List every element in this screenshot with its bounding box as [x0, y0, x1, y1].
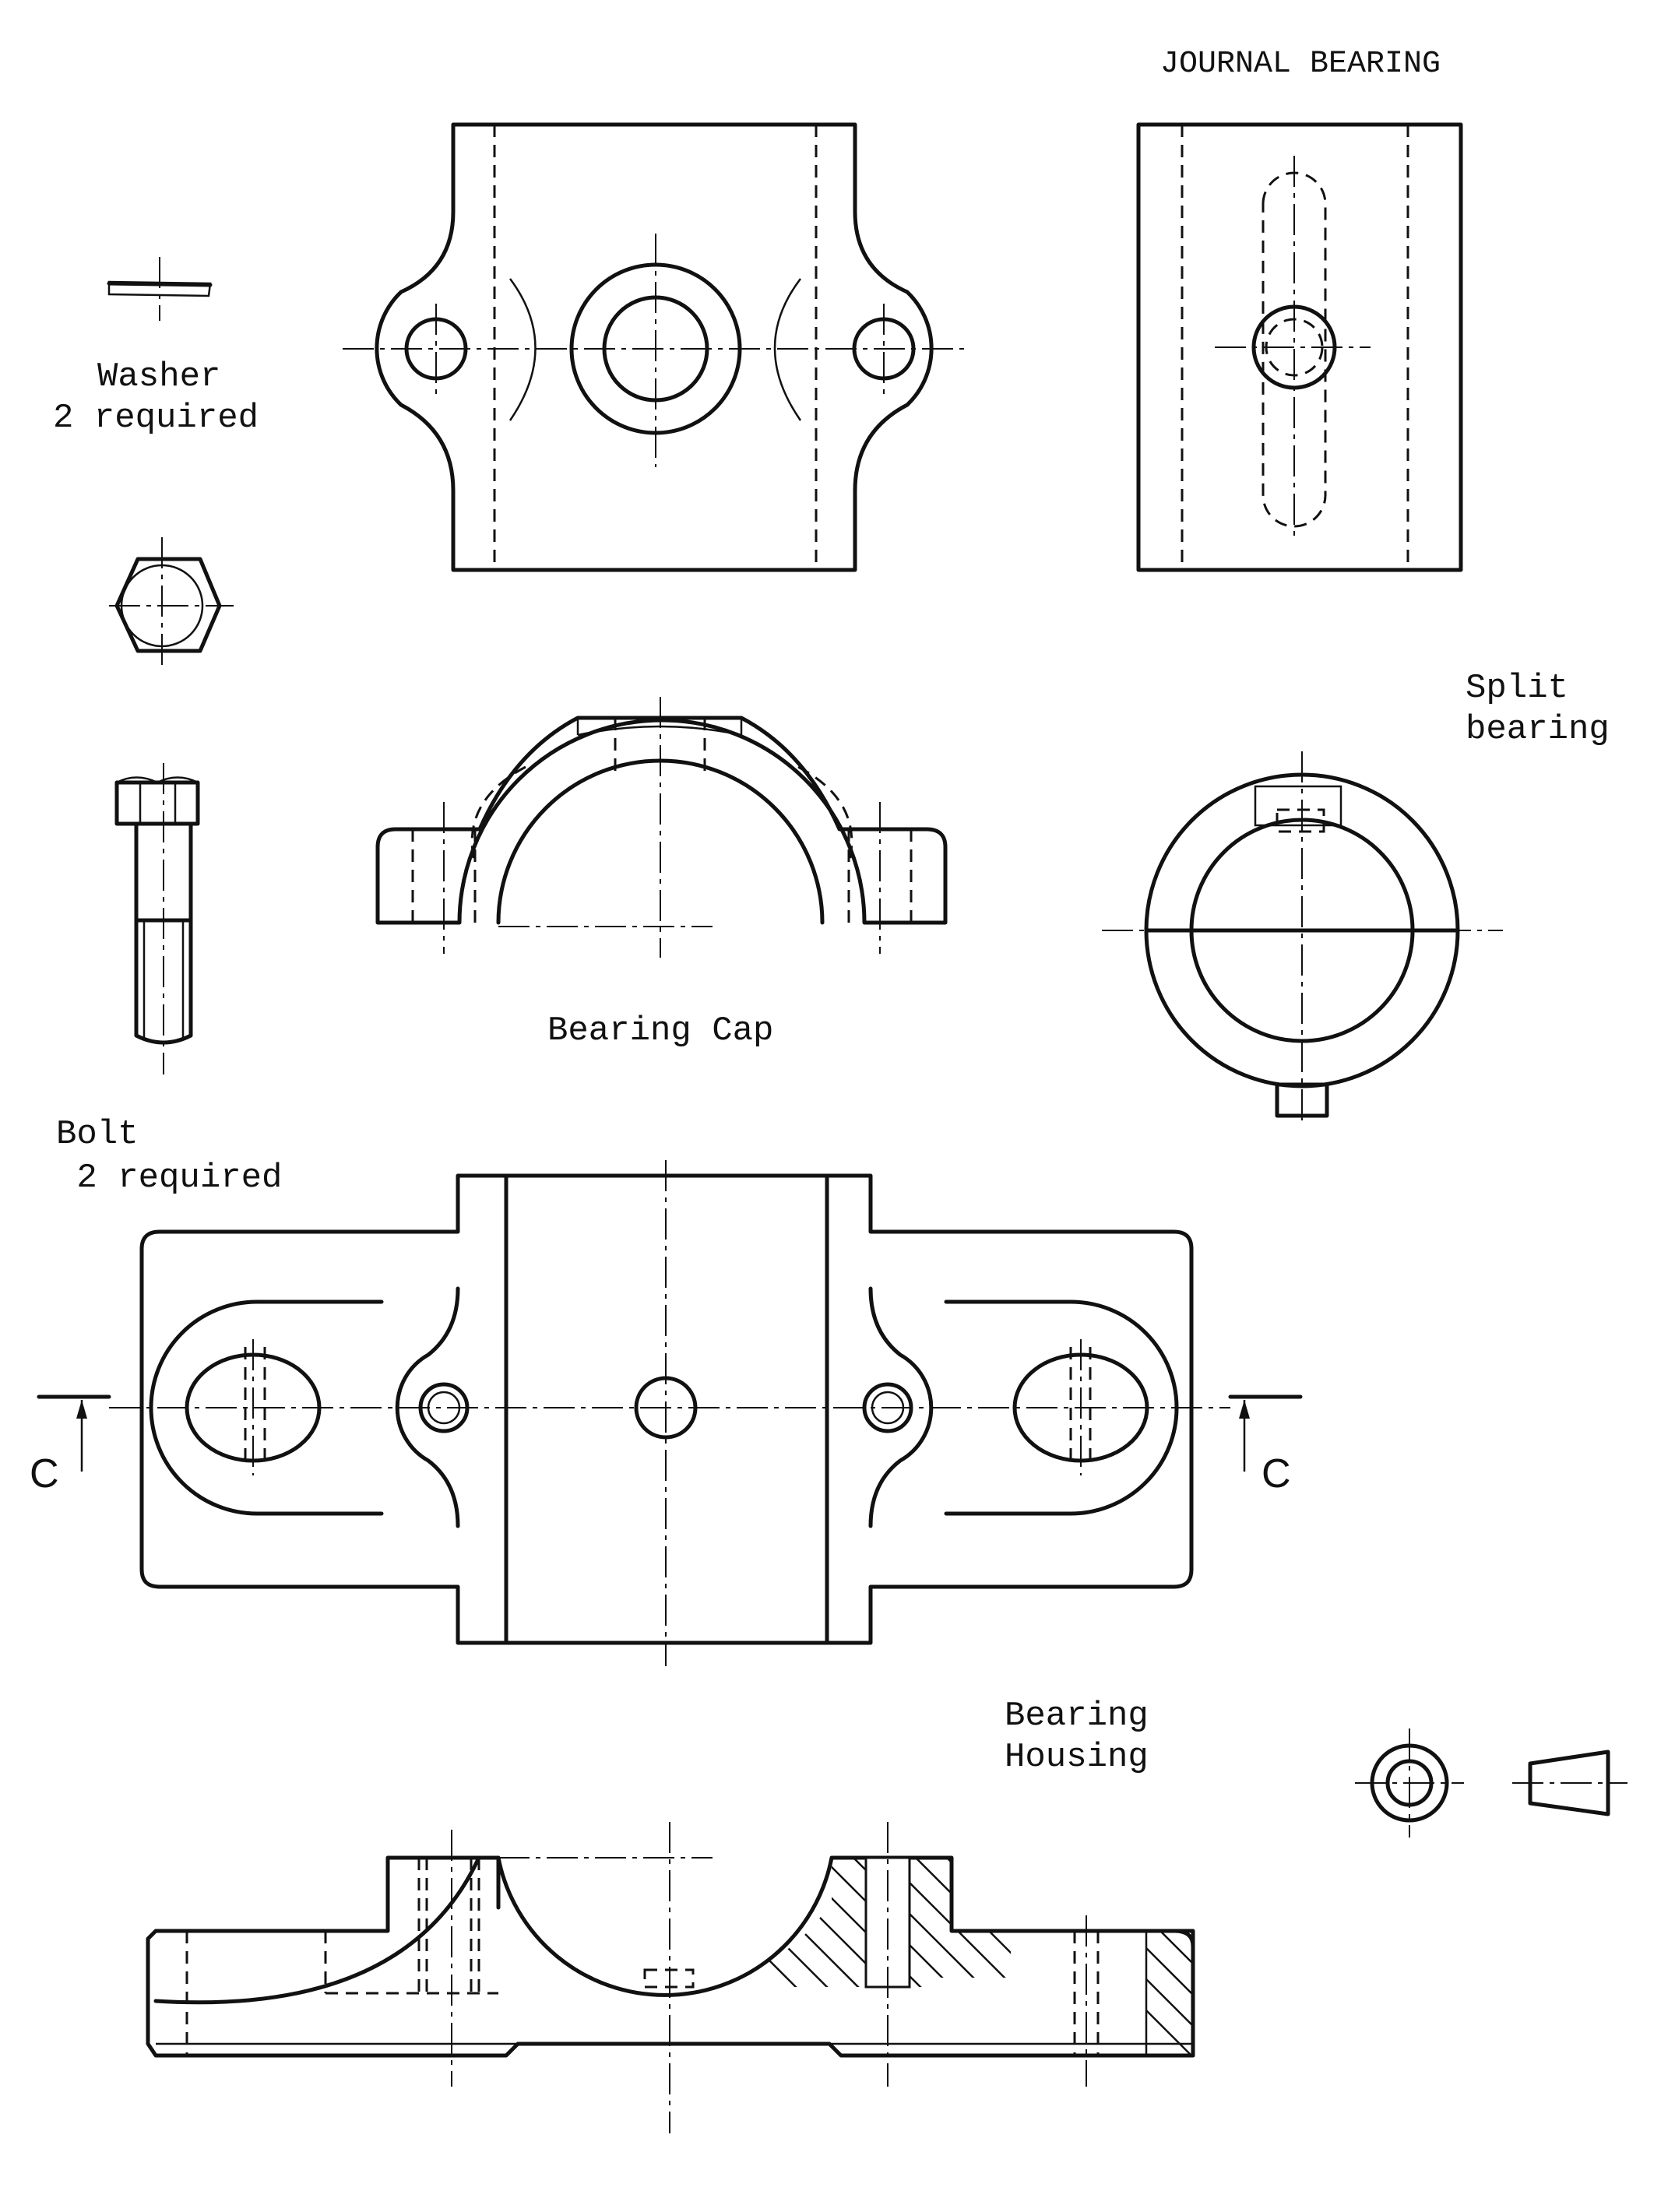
- split-bearing-side-view: [1136, 122, 1463, 572]
- split-bearing-front-view: [1102, 751, 1503, 1125]
- svg-text:Washer 2 required: Washer 2 required: [53, 357, 259, 438]
- bearing-housing-label-line2: Housing: [1005, 1738, 1149, 1777]
- bolt-quantity: 2 required: [56, 1159, 282, 1197]
- hex-nut-view: [109, 537, 234, 670]
- bearing-housing-top-view: [37, 1160, 1303, 1666]
- split-bearing-label-line1: Split: [1466, 669, 1568, 708]
- section-label-right: C: [1262, 1451, 1291, 1496]
- bearing-cap-top-view: [343, 122, 969, 572]
- svg-text:Bearing Housing: Bearing Housing: [1005, 1697, 1169, 1777]
- bolt-view: [114, 763, 200, 1074]
- drawing-title: JOURNAL BEARING: [1160, 47, 1441, 82]
- bolt-label: Bolt: [56, 1115, 139, 1154]
- bearing-housing-section-view: [146, 1822, 1195, 2133]
- svg-text:Split bearing: Split bearing: [1466, 669, 1610, 749]
- bushing-views: [1355, 1728, 1627, 1837]
- bearing-cap-label: Bearing Cap: [547, 1011, 773, 1050]
- washer-label: Washer: [97, 357, 220, 396]
- washer-view: [107, 257, 213, 321]
- section-label-left: C: [30, 1451, 59, 1496]
- bearing-cap-front-view: [375, 697, 948, 958]
- svg-text:Bolt 2 required: Bolt 2 required: [56, 1115, 282, 1197]
- split-bearing-label-line2: bearing: [1466, 710, 1610, 749]
- washer-quantity: 2 required: [53, 399, 259, 438]
- bearing-housing-label-line1: Bearing: [1005, 1697, 1149, 1735]
